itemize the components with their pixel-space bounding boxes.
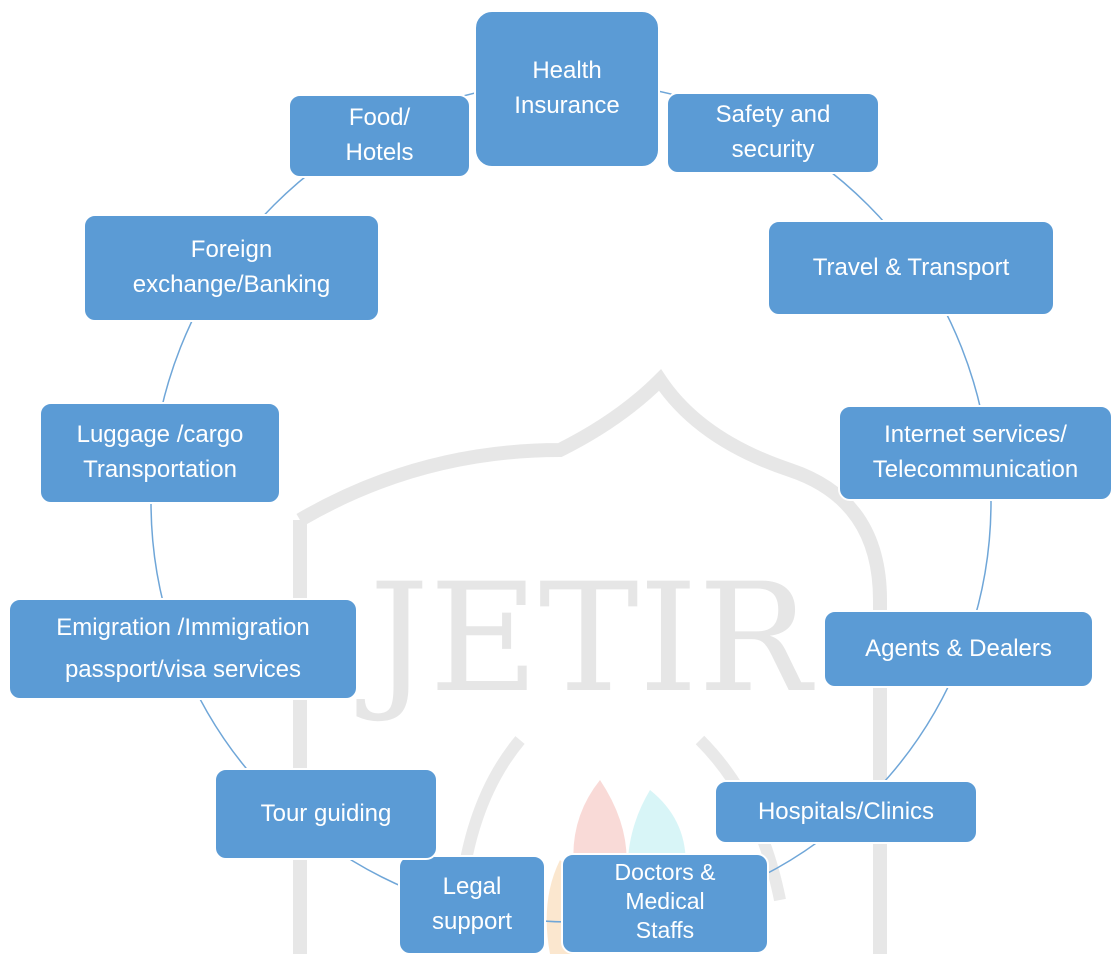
- node-internet-telecom: Internet services/ Telecommunication: [838, 405, 1113, 501]
- node-health-insurance: Health Insurance: [474, 10, 660, 168]
- node-luggage-cargo: Luggage /cargo Transportation: [39, 402, 281, 504]
- node-tour-guiding: Tour guiding: [214, 768, 438, 860]
- node-hospitals-clinics: Hospitals/Clinics: [714, 780, 978, 844]
- node-emigration-immigration: Emigration /Immigration passport/visa se…: [8, 598, 358, 700]
- node-food-hotels: Food/ Hotels: [288, 94, 471, 178]
- node-doctors-medical: Doctors & Medical Staffs: [561, 853, 769, 954]
- node-legal-support: Legal support: [398, 855, 546, 955]
- node-foreign-exchange: Foreign exchange/Banking: [83, 214, 380, 322]
- node-travel-transport: Travel & Transport: [767, 220, 1055, 316]
- node-safety-security: Safety and security: [666, 92, 880, 174]
- node-agents-dealers: Agents & Dealers: [823, 610, 1094, 688]
